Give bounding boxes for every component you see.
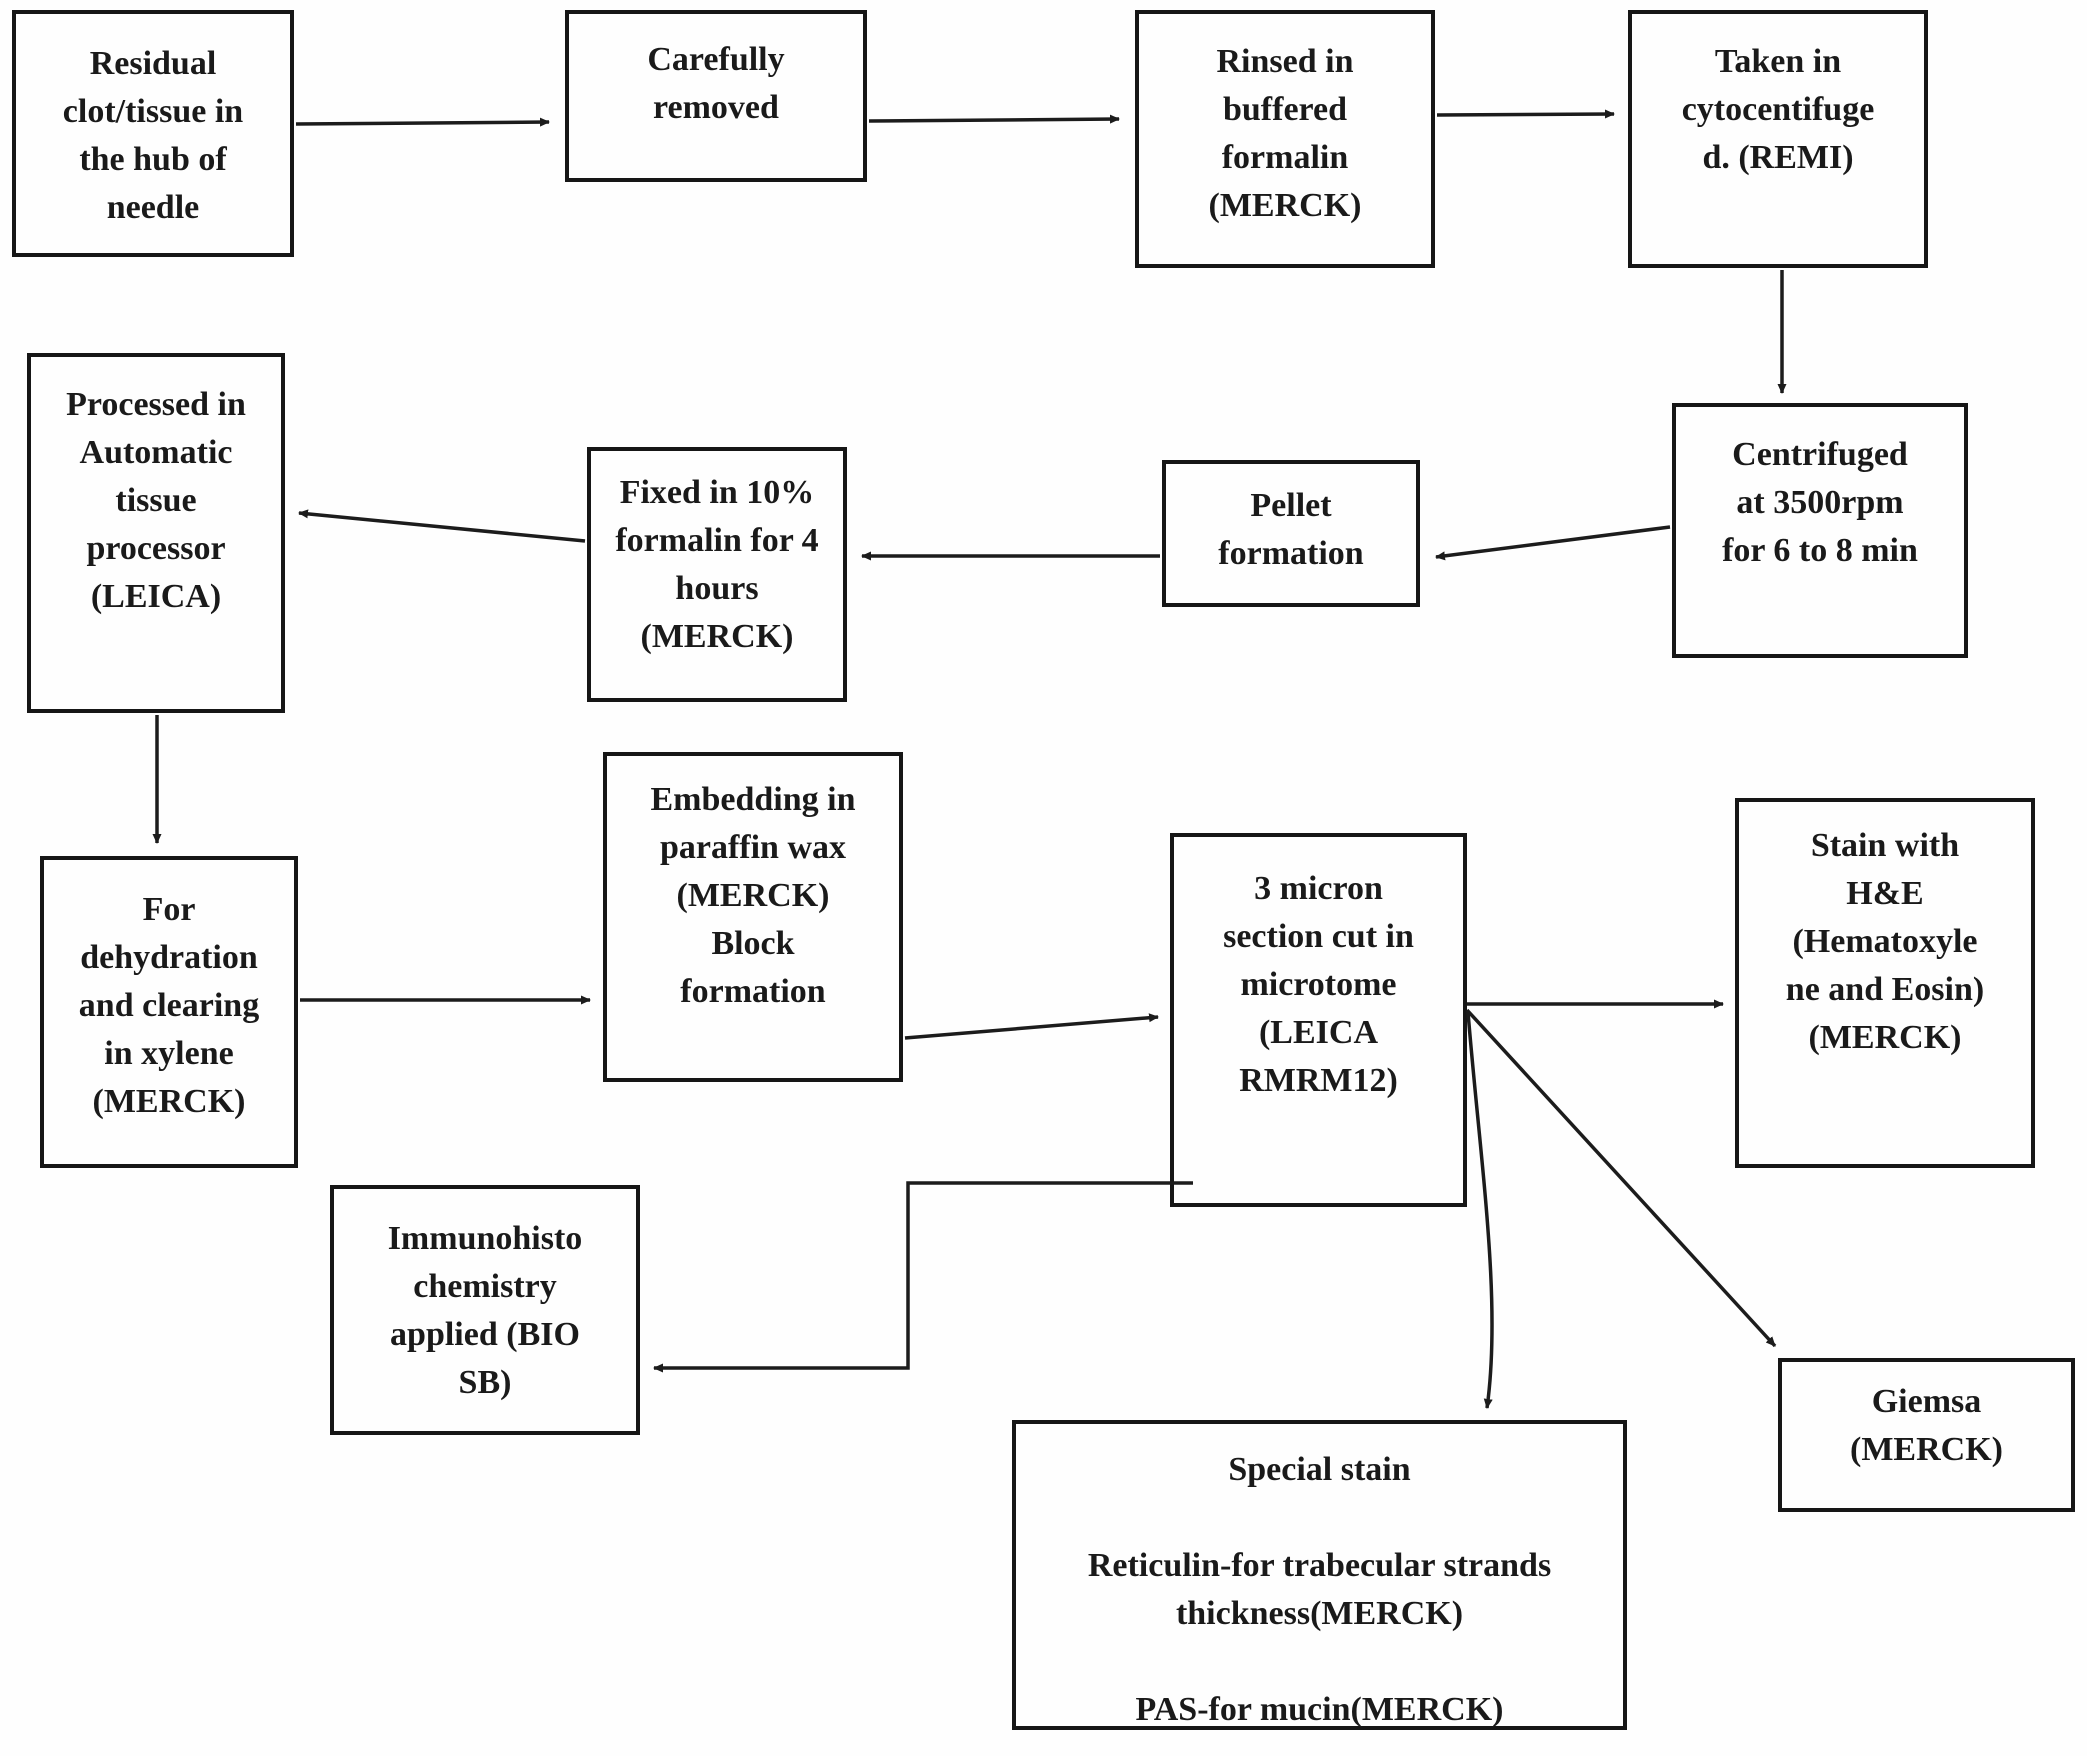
arrow-micron-to-immunohistochemistry (653, 1181, 1193, 1373)
node-residual-clot: Residual clot/tissue in the hub of needl… (12, 10, 294, 257)
node-taken-cytocentrifuged: Taken in cytocentifuge d. (REMI) (1628, 10, 1928, 268)
node-special-stain: Special stain Reticulin-for trabecular s… (1012, 1420, 1627, 1730)
node-automatic-tissue-processor: Processed in Automatic tissue processor … (27, 353, 285, 713)
node-stain-he: Stain with H&E (Hematoxyle ne and Eosin)… (1735, 798, 2035, 1168)
arrow-micron-to-giemsa (1465, 1008, 1777, 1348)
node-immunohistochemistry: Immunohisto chemistry applied (BIO SB) (330, 1185, 640, 1435)
node-embedding-paraffin: Embedding in paraffin wax (MERCK) Block … (603, 752, 903, 1082)
node-carefully-removed: Carefully removed (565, 10, 867, 182)
arrow-micron-to-special-stain (1466, 1011, 1494, 1409)
node-3-micron-microtome: 3 micron section cut in microtome (LEICA… (1170, 833, 1467, 1207)
node-rinsed-buffered-formalin: Rinsed in buffered formalin (MERCK) (1135, 10, 1435, 268)
arrow-centrifuged-to-pellet (1435, 525, 1671, 561)
arrow-fixed-to-processed (298, 509, 586, 543)
node-pellet-formation: Pellet formation (1162, 460, 1420, 607)
arrow-residual-to-carefully (295, 117, 550, 127)
arrow-carefully-to-rinsed (868, 114, 1120, 124)
arrow-rinsed-to-taken (1436, 109, 1615, 119)
arrow-embedding-to-micron (904, 1013, 1159, 1040)
node-dehydration-xylene: For dehydration and clearing in xylene (… (40, 856, 298, 1168)
node-giemsa: Giemsa (MERCK) (1778, 1358, 2075, 1512)
node-fixed-formalin: Fixed in 10% formalin for 4 hours (MERCK… (587, 447, 847, 702)
node-centrifuged-3500rpm: Centrifuged at 3500rpm for 6 to 8 min (1672, 403, 1968, 658)
